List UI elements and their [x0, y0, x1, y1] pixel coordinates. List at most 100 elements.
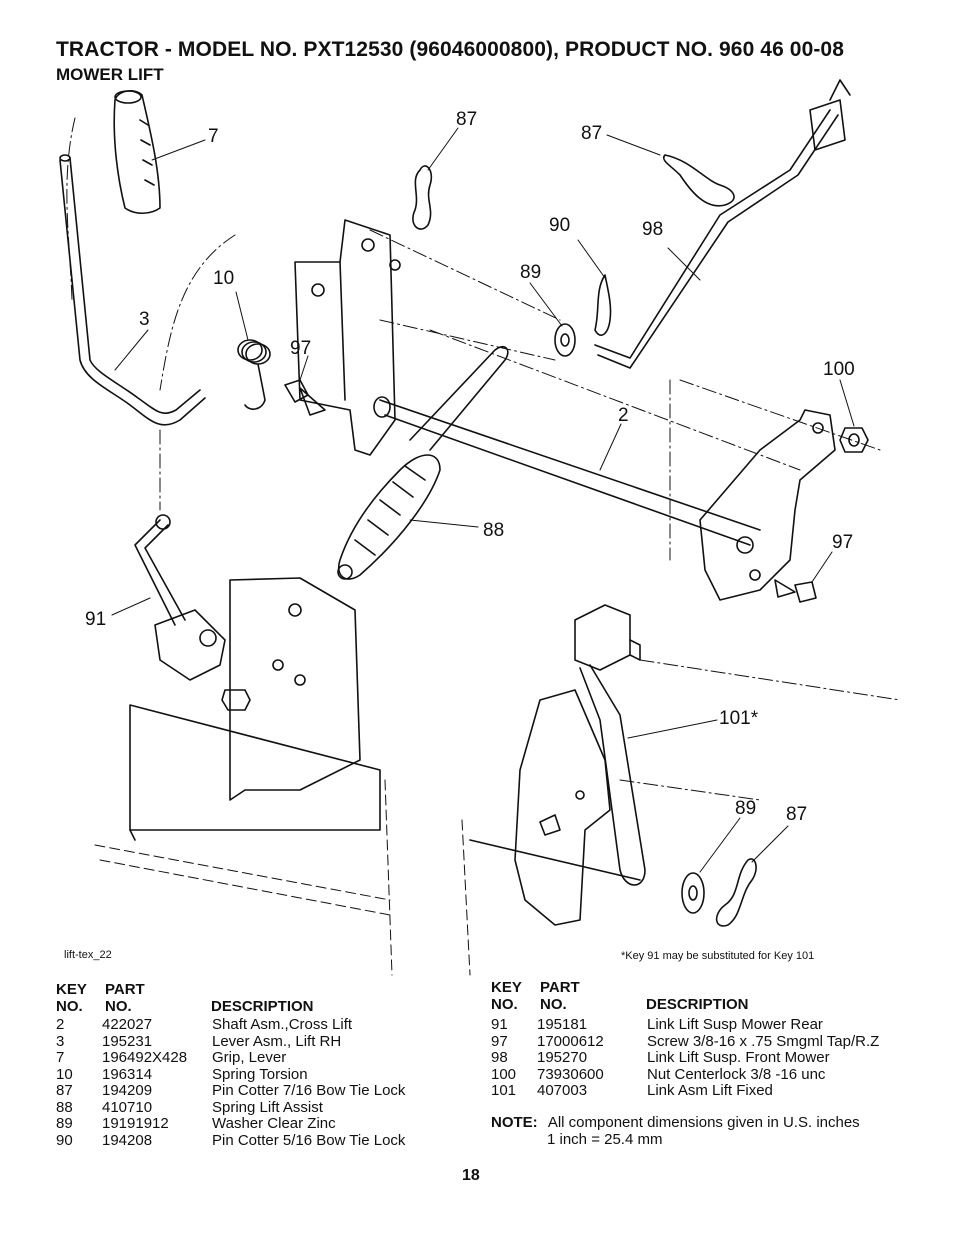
parts-row: 97 17000612 Screw 3/8-16 x .75 Smgml Tap/R…	[491, 1032, 880, 1051]
callout-98: 98	[642, 219, 664, 240]
mower-lift-diagram	[59, 79, 901, 976]
front-link	[594, 79, 851, 369]
key-cell: 97	[491, 1032, 508, 1050]
key-cell: 91	[491, 1016, 508, 1033]
centerlock-nut	[839, 427, 869, 453]
header-key-no: NO.	[56, 998, 83, 1015]
callout-3: 3	[139, 309, 150, 330]
mower-deck-right	[469, 689, 641, 926]
part-number-cell: 73930600	[537, 1065, 604, 1083]
cotter-pin-upper	[412, 165, 433, 230]
part-number-cell: 196492X428	[102, 1049, 188, 1066]
callout-100: 100	[823, 359, 855, 380]
key-cell: 90	[56, 1131, 73, 1149]
cotter-pin-right	[662, 154, 735, 207]
description-cell: Link Lift Susp. Front Mower	[647, 1049, 830, 1066]
screw-left	[284, 379, 326, 416]
diagram-file-label: lift-tex_22	[64, 949, 112, 961]
cotter-pin-lower	[715, 858, 757, 927]
washer-lower	[681, 872, 705, 914]
description-cell: Screw 3/8-16 x .75 Smgml Tap/R.Z	[647, 1032, 880, 1050]
part-number-cell: 422027	[102, 1016, 153, 1033]
key-cell: 2	[56, 1016, 65, 1033]
key-cell: 101	[491, 1082, 517, 1099]
screw-right	[774, 579, 817, 603]
parts-table-right: 91 195181 Link Lift Susp Mower Rear 97 17000…	[491, 1016, 880, 1100]
header-part: PART	[540, 979, 580, 996]
callout-2: 2	[618, 405, 629, 426]
description-cell: Pin Cotter 7/16 Bow Tie Lock	[212, 1082, 406, 1099]
callout-87-upper: 87	[456, 109, 478, 130]
substitution-footnote: *Key 91 may be substituted for Key 101	[621, 950, 815, 962]
key-cell: 98	[491, 1049, 508, 1066]
part-number-cell: 17000612	[537, 1032, 604, 1050]
right-lift-arm	[699, 409, 836, 601]
header-part-no: NO.	[540, 996, 567, 1013]
spring-rod	[409, 345, 509, 451]
description-cell: Washer Clear Zinc	[212, 1115, 336, 1132]
part-number-cell: 194209	[102, 1082, 153, 1099]
mower-deck-left	[129, 577, 381, 841]
description-cell: Link Lift Susp Mower Rear	[647, 1016, 823, 1033]
callout-88: 88	[483, 520, 505, 541]
parts-list-header: KEY PART NO. NO. DESCRIPTION	[56, 981, 405, 1017]
part-number-cell: 196314	[102, 1065, 153, 1083]
parts-table-left: 2 422027 Shaft Asm.,Cross Lift 3 195231 Lever…	[56, 1016, 406, 1150]
cross-shaft	[373, 396, 761, 546]
part-number-cell: 410710	[102, 1098, 153, 1116]
parts-row: 100 73930600 Nut Centerlock 3/8 -16 unc	[491, 1065, 879, 1084]
key-cell: 89	[56, 1115, 73, 1132]
lever-grip	[113, 90, 161, 215]
description-cell: Spring Lift Assist	[212, 1098, 323, 1116]
key-cell: 87	[56, 1082, 73, 1099]
key-cell: 10	[56, 1065, 73, 1083]
parts-row: 3 195231 Lever Asm., Lift RH	[56, 1032, 405, 1051]
header-key: KEY	[491, 979, 522, 996]
part-number-cell: 195231	[102, 1032, 153, 1050]
note-line-2: 1 inch = 25.4 mm	[547, 1130, 663, 1148]
fixed-lift-link	[574, 604, 646, 886]
assembly-centerlines	[66, 117, 901, 801]
callout-90: 90	[549, 215, 571, 236]
callout-7: 7	[208, 126, 219, 147]
callout-89-upper: 89	[520, 262, 542, 283]
parts-row: 87 194209 Pin Cotter 7/16 Bow Tie Lock	[56, 1082, 406, 1100]
header-description: DESCRIPTION	[646, 996, 749, 1013]
note-line-1: All component dimensions given in U.S. i…	[547, 1114, 860, 1131]
page-number: 18	[462, 1167, 480, 1184]
key-cell: 100	[491, 1065, 517, 1083]
description-cell: Lever Asm., Lift RH	[212, 1032, 342, 1050]
parts-row: 7 196492X428 Grip, Lever	[56, 1049, 405, 1067]
callout-97-left: 97	[290, 338, 312, 359]
part-number-cell: 407003	[537, 1082, 588, 1099]
description-cell: Pin Cotter 5/16 Bow Tie Lock	[212, 1131, 406, 1149]
header-key: KEY	[56, 981, 87, 998]
part-number-cell: 195181	[537, 1016, 588, 1033]
callout-89-lower: 89	[735, 798, 757, 819]
key-cell: 7	[56, 1049, 65, 1066]
parts-list-header-right: KEY PART NO. NO. DESCRIPTION	[491, 979, 879, 1017]
cotter-pin-90	[594, 274, 612, 336]
lift-assist-spring	[337, 454, 441, 580]
parts-row: 2 422027 Shaft Asm.,Cross Lift	[56, 1016, 405, 1034]
description-cell: Shaft Asm.,Cross Lift	[212, 1016, 353, 1033]
page-title: TRACTOR - MODEL NO. PXT12530 (9604600080…	[56, 38, 844, 61]
leader-lines	[111, 127, 855, 873]
description-cell: Grip, Lever	[212, 1049, 287, 1066]
callout-97-right: 97	[832, 532, 854, 553]
part-number-cell: 19191912	[102, 1115, 169, 1132]
key-cell: 3	[56, 1032, 65, 1050]
parts-row: 89 19191912 Washer Clear Zinc	[56, 1115, 405, 1133]
description-cell: Spring Torsion	[212, 1065, 308, 1083]
parts-row: 91 195181 Link Lift Susp Mower Rear	[491, 1016, 879, 1034]
callout-10: 10	[213, 268, 235, 289]
dimension-note: NOTE: All component dimensions given in …	[491, 1114, 860, 1148]
rear-link	[134, 514, 251, 711]
section-subtitle: MOWER LIFT	[56, 65, 164, 84]
parts-row: 90 194208 Pin Cotter 5/16 Bow Tie Lock	[56, 1131, 406, 1150]
part-number-cell: 194208	[102, 1131, 153, 1149]
description-cell: Nut Centerlock 3/8 -16 unc	[647, 1065, 826, 1083]
